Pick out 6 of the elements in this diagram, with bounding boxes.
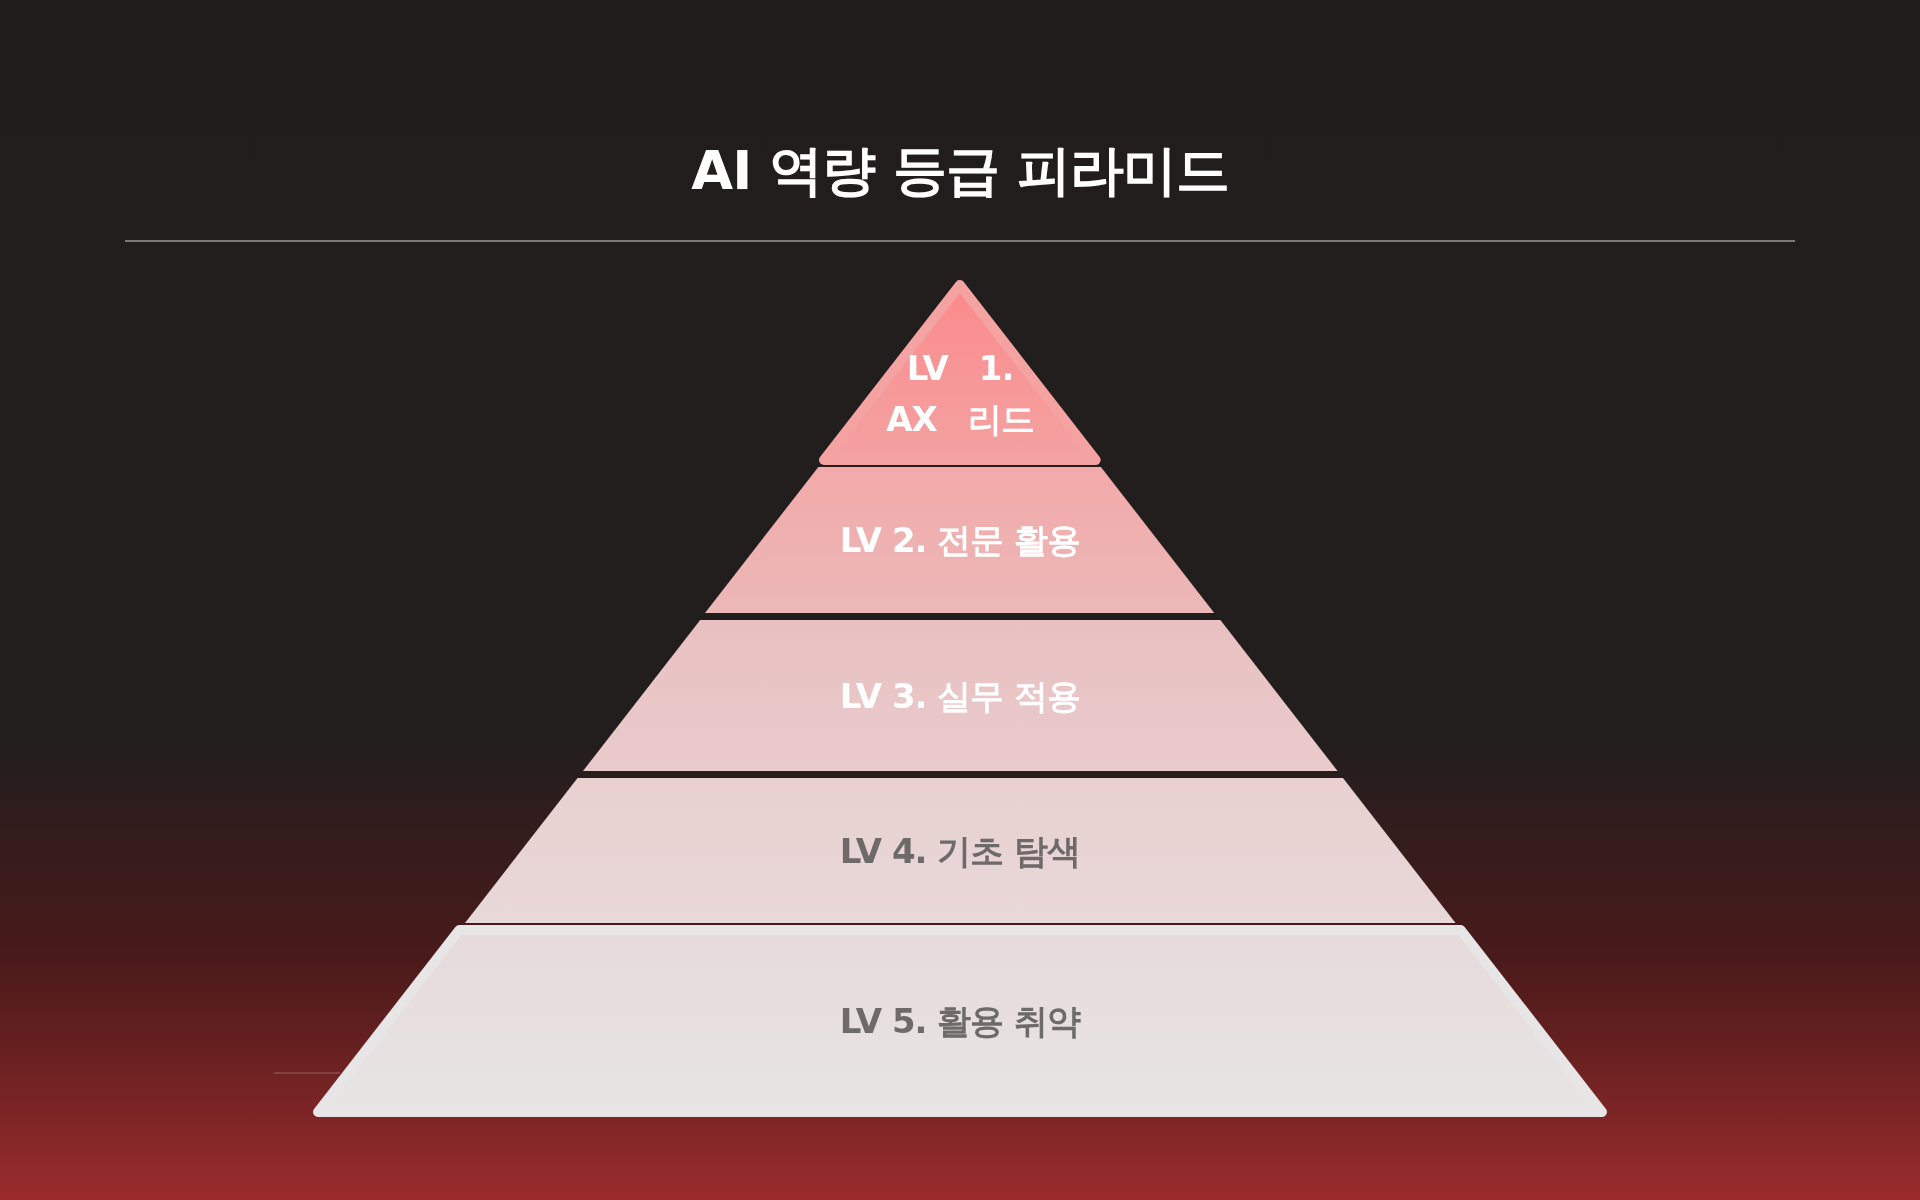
tier-label: LV 5. 활용 취약 bbox=[839, 999, 1081, 1043]
title: AI 역량 등급 피라미드 bbox=[690, 138, 1230, 204]
tier-label: LV 1. AX 리드 bbox=[885, 346, 1035, 441]
tier-label: LV 4. 기초 탐색 bbox=[839, 829, 1081, 872]
tier-label: LV 2. 전문 활용 bbox=[839, 518, 1081, 562]
tier-label: LV 3. 실무 적용 bbox=[839, 674, 1081, 717]
